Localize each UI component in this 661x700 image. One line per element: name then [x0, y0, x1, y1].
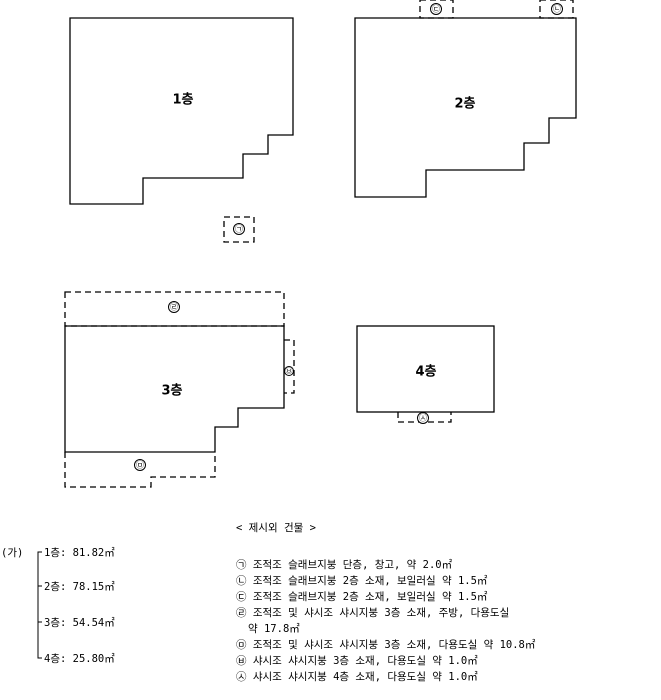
annex-4-outline	[397, 412, 452, 423]
annex-3-side-marker: ㉥	[286, 367, 293, 375]
annex-3-bottom-marker: ㉤	[136, 461, 144, 470]
annex-4-marker-circle	[417, 412, 429, 424]
note-item: ㉤ 조적조 및 샤시조 샤시지붕 3층 소재, 다용도실 약 10.8㎡	[236, 639, 536, 651]
area-floor-1: 1층: 81.82㎡	[44, 547, 115, 559]
notes-title: < 제시외 건물 >	[236, 522, 316, 534]
note-item: ㉠ 조적조 슬래브지붕 단층, 창고, 약 2.0㎡	[236, 559, 453, 571]
floor-4-label: 4층	[415, 364, 436, 380]
area-floor-2: 2층: 78.15㎡	[44, 581, 115, 593]
floor-1-label: 1층	[172, 92, 193, 108]
annex-3-side-outline	[284, 339, 295, 394]
floor-4-outline	[356, 325, 495, 413]
area-prefix: (가)	[1, 547, 24, 559]
note-item: ㉦ 샤시조 샤시지붕 4층 소재, 다용도실 약 1.0㎡	[236, 671, 478, 683]
area-floor-3: 3층: 54.54㎡	[44, 617, 115, 629]
floor-3-label: 3층	[161, 383, 182, 399]
annex-1-marker-circle	[233, 223, 245, 235]
area-bracket	[37, 551, 42, 659]
annex-2a-outline	[419, 0, 454, 19]
annex-3-top-marker: ㉣	[170, 303, 178, 312]
annex-1-marker: ㉠	[235, 225, 243, 234]
floor-2-outline	[354, 17, 577, 198]
annex-4-marker: ㉦	[419, 414, 427, 423]
annex-1-outline	[223, 216, 255, 243]
annex-3-side-marker-circle	[284, 366, 294, 376]
floor-2-label: 2층	[454, 96, 475, 112]
annex-2b-outline	[539, 0, 574, 19]
floor-1-outline	[69, 17, 294, 205]
annex-2a-marker-circle	[430, 3, 442, 15]
note-item: ㉣ 조적조 및 샤시조 샤시지붕 3층 소재, 주방, 다용도실	[236, 607, 510, 619]
note-item: ㉥ 샤시조 샤시지붕 3층 소재, 다용도실 약 1.0㎡	[236, 655, 478, 667]
annex-2b-marker-circle	[551, 3, 563, 15]
note-item: ㉡ 조적조 슬래브지붕 2층 소재, 보일러실 약 1.5㎡	[236, 575, 488, 587]
note-item: ㉢ 조적조 슬래브지붕 2층 소재, 보일러실 약 1.5㎡	[236, 591, 488, 603]
annex-2a-marker: ㉢	[432, 5, 440, 14]
area-floor-4: 4층: 25.80㎡	[44, 653, 115, 665]
floor-3-outline	[64, 325, 285, 453]
note-item-continued: 약 17.8㎡	[248, 623, 300, 635]
annex-3-bottom-outline	[64, 452, 216, 488]
annex-3-top-marker-circle	[168, 301, 180, 313]
annex-3-bottom-marker-circle	[134, 459, 146, 471]
annex-2b-marker: ㉡	[553, 5, 561, 14]
